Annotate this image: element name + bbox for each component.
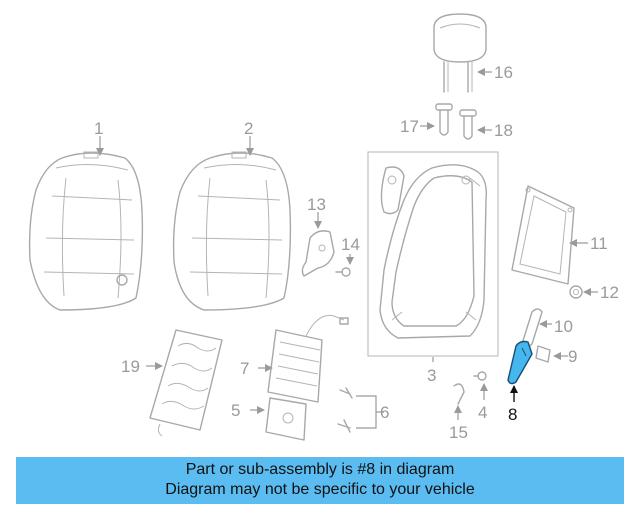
callout-15: 15	[449, 423, 468, 442]
back-panel-11[interactable]	[511, 185, 575, 285]
callout-2: 2	[244, 119, 253, 138]
clip-12[interactable]	[569, 285, 583, 299]
callout-8: 8	[508, 405, 517, 424]
recliner-handle-8[interactable]	[507, 340, 533, 385]
bolt-14[interactable]	[335, 267, 351, 277]
callout-9: 9	[568, 347, 577, 366]
bezel-9[interactable]	[535, 345, 551, 363]
bolt-4[interactable]	[473, 371, 487, 381]
callout-10: 10	[554, 317, 573, 336]
callout-5: 5	[231, 401, 240, 420]
banner-line-2: Diagram may not be specific to your vehi…	[165, 481, 475, 498]
frame-box	[367, 151, 499, 357]
cables-6[interactable]	[337, 387, 353, 433]
callout-14: 14	[341, 235, 360, 254]
callout-13: 13	[307, 195, 326, 214]
lumbar-mat-7[interactable]	[267, 314, 349, 403]
callout-6: 6	[380, 403, 389, 422]
callout-7: 7	[240, 359, 249, 378]
headrest-guide-17[interactable]	[435, 103, 453, 136]
seat-back-pad-2[interactable]	[172, 151, 292, 311]
side-cover-13[interactable]	[301, 230, 335, 277]
callout-19: 19	[121, 357, 140, 376]
callout-16: 16	[494, 63, 513, 82]
callout-12: 12	[600, 283, 619, 302]
callout-4: 4	[478, 403, 487, 422]
seat-back-cover-1[interactable]	[28, 151, 144, 311]
lumbar-motor-5[interactable]	[265, 397, 307, 441]
callout-1: 1	[94, 119, 103, 138]
info-banner: Part or sub-assembly is #8 in diagram Di…	[16, 457, 624, 504]
banner-line-1: Part or sub-assembly is #8 in diagram	[185, 461, 455, 478]
hook-15[interactable]	[453, 383, 465, 405]
callout-18: 18	[494, 121, 513, 140]
callout-11: 11	[590, 234, 608, 253]
headrest-16[interactable]	[433, 13, 487, 93]
seat-back-frame-3[interactable]	[379, 164, 488, 339]
callout-17: 17	[400, 117, 419, 136]
headrest-guide-18[interactable]	[459, 109, 477, 140]
seat-heater-19[interactable]	[149, 329, 223, 437]
callout-3: 3	[427, 366, 436, 385]
